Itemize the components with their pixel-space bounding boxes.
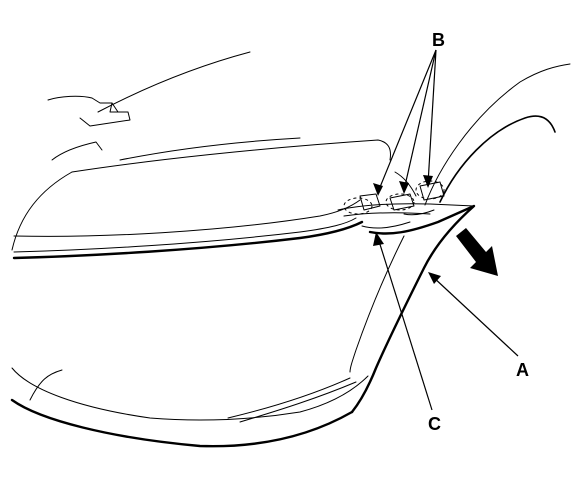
callout-label-b: B [432, 30, 445, 50]
callout-b-leaders [373, 49, 437, 196]
removal-direction-arrow-icon [456, 228, 498, 276]
callout-a-leader [428, 272, 519, 357]
bumper-body [10, 199, 476, 448]
callout-c-leader [373, 232, 433, 411]
callout-label-c: C [428, 414, 441, 434]
upper-mount-clips [337, 180, 475, 217]
callout-label-a: A [516, 360, 529, 380]
hood-outline [11, 51, 391, 251]
